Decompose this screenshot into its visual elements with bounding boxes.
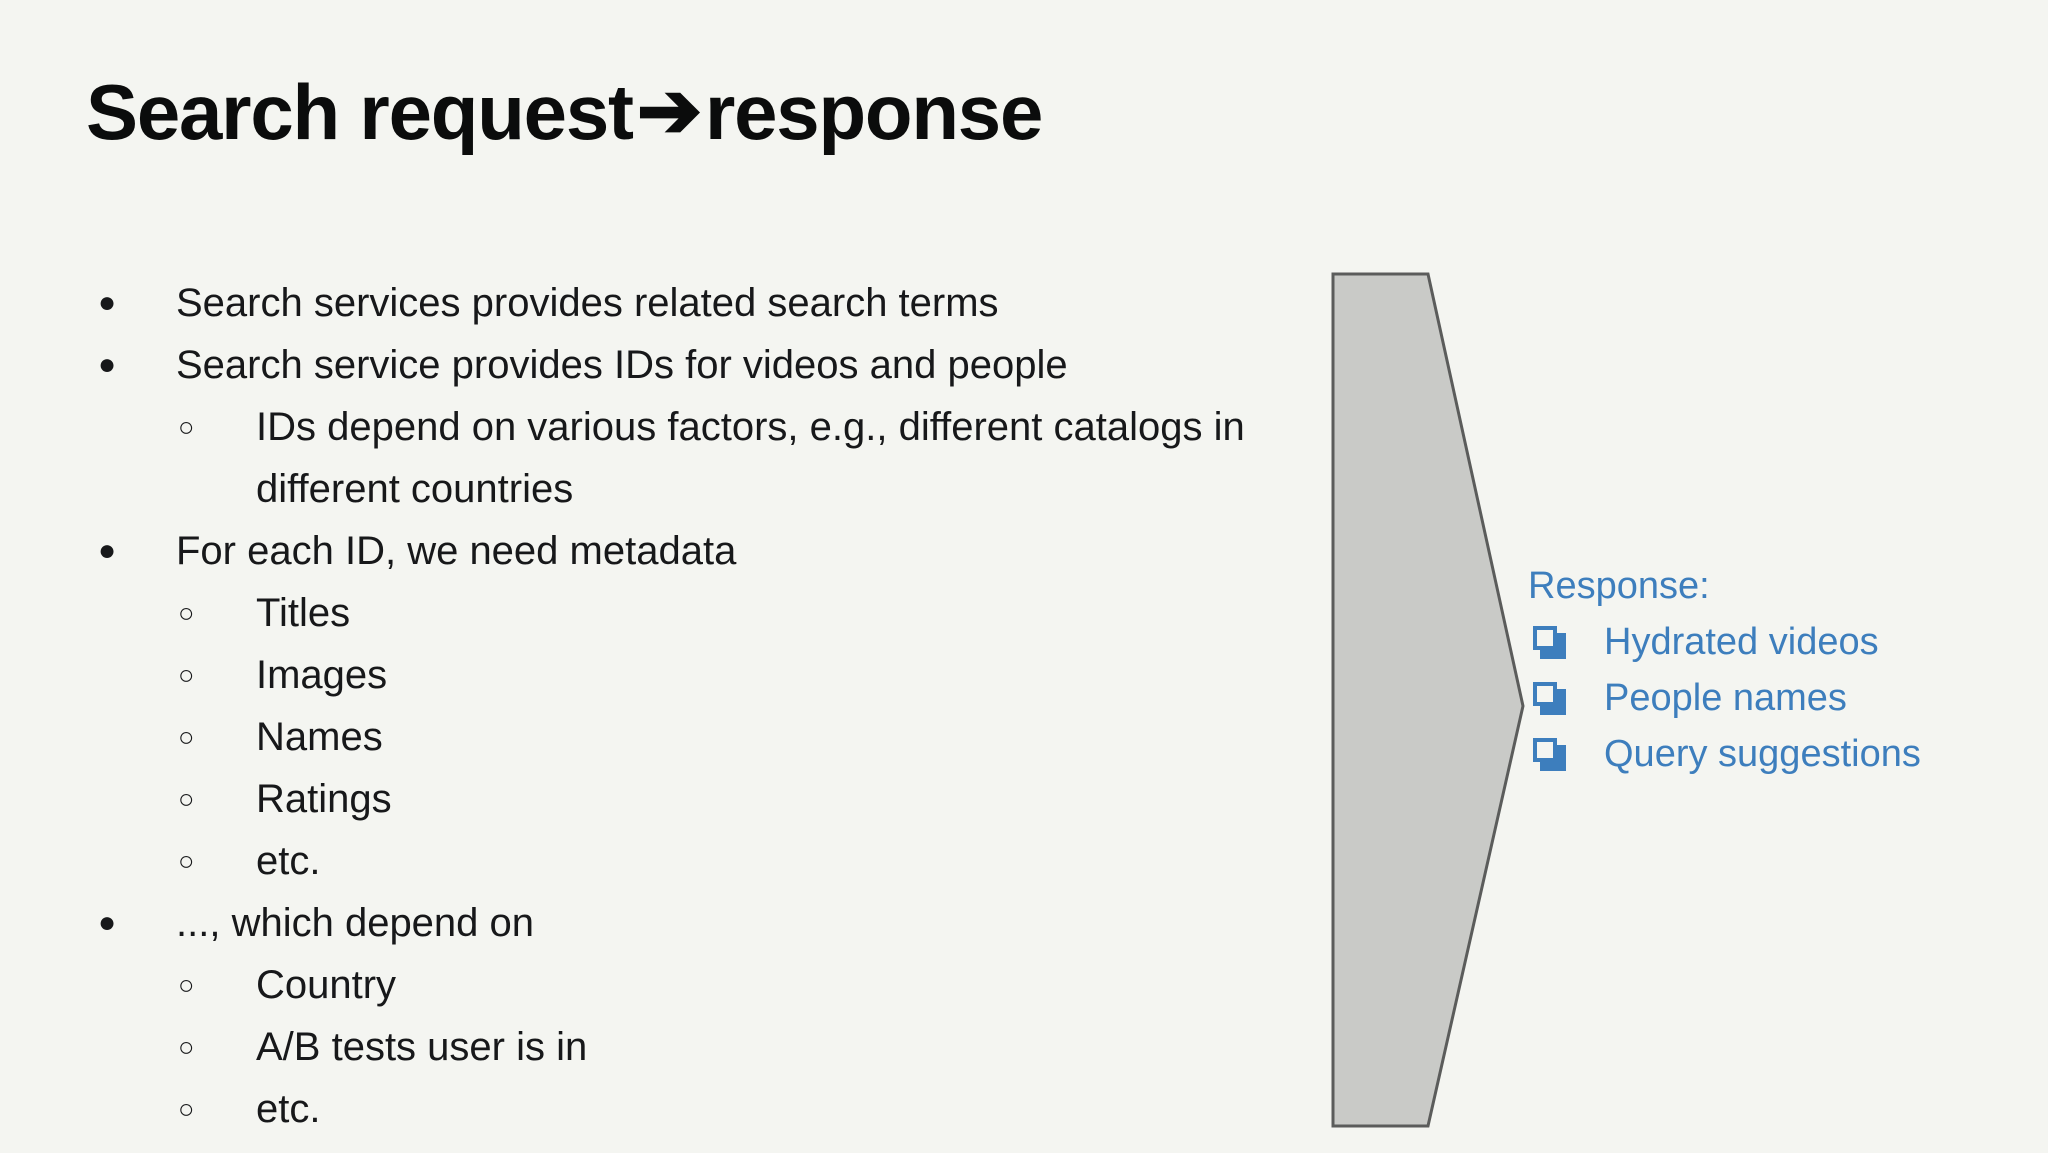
bullet-item: ○ Images bbox=[174, 644, 1326, 706]
response-item[interactable]: Hydrated videos bbox=[1528, 614, 2028, 670]
page-title: Search request➔response bbox=[86, 66, 1043, 154]
bullet-item: ● Search service provides IDs for videos … bbox=[96, 334, 1326, 396]
chevron-arrow-shape bbox=[1318, 258, 1548, 1148]
bullet-text: ..., which depend on bbox=[176, 901, 535, 945]
bullet-item: ● For each ID, we need metadata bbox=[96, 520, 1326, 582]
bullet-circle-icon: ○ bbox=[178, 598, 195, 628]
checkbox-icon bbox=[1528, 614, 1604, 670]
bullet-item: ○ IDs depend on various factors, e.g., di… bbox=[174, 396, 1326, 520]
bullet-circle-icon: ○ bbox=[178, 660, 195, 690]
bullet-circle-icon: ○ bbox=[178, 846, 195, 876]
bullet-dot-icon: ● bbox=[98, 348, 117, 381]
bullet-circle-icon: ○ bbox=[178, 784, 195, 814]
bullet-text: Country bbox=[256, 963, 397, 1007]
bullet-text: etc. bbox=[256, 839, 321, 883]
response-item[interactable]: Query suggestions bbox=[1528, 726, 2028, 782]
title-prefix: Search request bbox=[86, 68, 634, 156]
bullet-text: Ratings bbox=[256, 777, 392, 821]
bullet-text: Search service provides IDs for videos a… bbox=[176, 343, 1068, 387]
bullet-item: ○ Country bbox=[174, 954, 1326, 1016]
title-suffix: response bbox=[704, 68, 1043, 156]
checkbox-icon bbox=[1528, 726, 1604, 782]
bullet-dot-icon: ● bbox=[98, 534, 117, 567]
bullet-circle-icon: ○ bbox=[178, 970, 195, 1000]
checkbox-box bbox=[1533, 626, 1557, 650]
bullet-list: ● Search services provides related search… bbox=[96, 272, 1326, 1140]
bullet-circle-icon: ○ bbox=[178, 1032, 195, 1062]
bullet-text: For each ID, we need metadata bbox=[176, 529, 737, 573]
bullet-item: ● Search services provides related search… bbox=[96, 272, 1326, 334]
bullet-item: ○ etc. bbox=[174, 830, 1326, 892]
bullet-item: ○ etc. bbox=[174, 1078, 1326, 1140]
arrow-right-icon: ➔ bbox=[636, 66, 702, 154]
bullet-dot-icon: ● bbox=[98, 906, 117, 939]
response-item-label: Query suggestions bbox=[1604, 733, 1921, 775]
bullet-text: Images bbox=[256, 653, 388, 697]
bullet-item: ● ..., which depend on bbox=[96, 892, 1326, 954]
bullet-item: ○ A/B tests user is in bbox=[174, 1016, 1326, 1078]
bullet-text: Search services provides related search … bbox=[176, 281, 999, 325]
checkbox-icon bbox=[1528, 670, 1604, 726]
bullet-text: etc. bbox=[256, 1087, 321, 1131]
bullet-text: Names bbox=[256, 715, 383, 759]
bullet-circle-icon: ○ bbox=[178, 722, 195, 752]
bullet-item: ○ Names bbox=[174, 706, 1326, 768]
response-item-label: Hydrated videos bbox=[1604, 621, 1879, 663]
bullet-item: ○ Ratings bbox=[174, 768, 1326, 830]
bullet-circle-icon: ○ bbox=[178, 412, 195, 442]
bullet-text: Titles bbox=[256, 591, 351, 635]
response-item-label: People names bbox=[1604, 677, 1847, 719]
checkbox-box bbox=[1533, 738, 1557, 762]
bullet-text: IDs depend on various factors, e.g., dif… bbox=[256, 405, 1256, 511]
response-item[interactable]: People names bbox=[1528, 670, 2028, 726]
bullet-item: ○ Titles bbox=[174, 582, 1326, 644]
bullet-text: A/B tests user is in bbox=[256, 1025, 588, 1069]
bullet-circle-icon: ○ bbox=[178, 1094, 195, 1124]
checkbox-box bbox=[1533, 682, 1557, 706]
chevron-polygon bbox=[1331, 272, 1525, 1128]
response-heading: Response: bbox=[1528, 565, 1710, 607]
bullet-dot-icon: ● bbox=[98, 286, 117, 319]
